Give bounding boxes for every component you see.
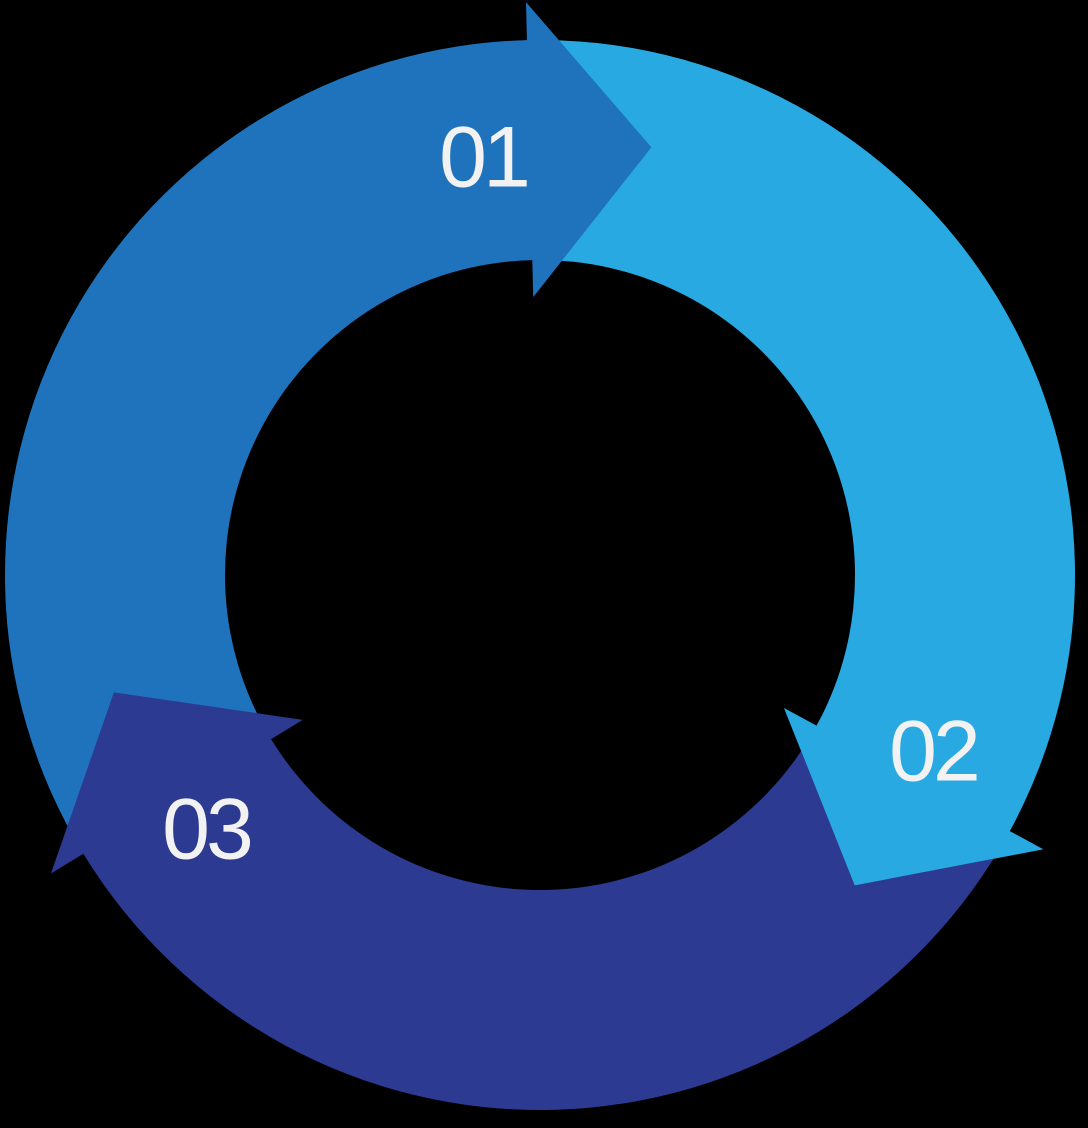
segment-02-label: 02: [889, 703, 981, 800]
step-02-arrow: [526, 40, 1075, 886]
step-02-arrow-head: [784, 708, 1044, 886]
segment-01-label: 01: [439, 109, 531, 206]
step-03-arrow: [50, 692, 1010, 1110]
step-01-arrow: [4, 2, 652, 854]
segment-03-label: 03: [162, 781, 254, 878]
